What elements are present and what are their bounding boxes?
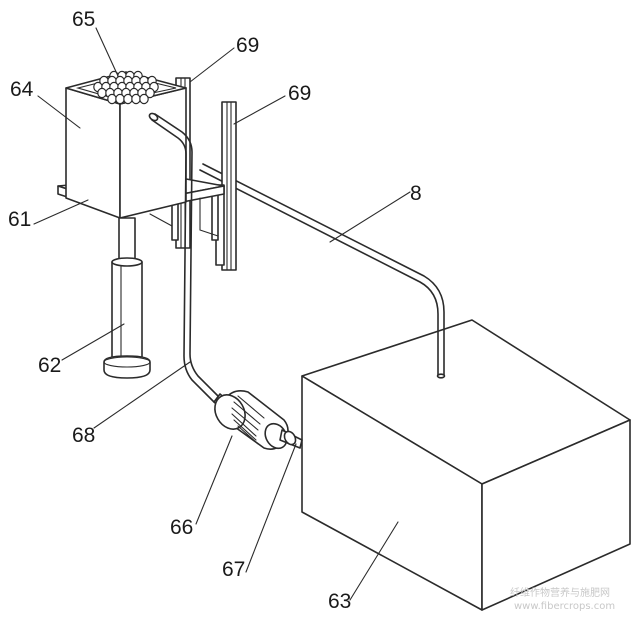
- container-64: [65, 71, 187, 219]
- tank-63: [301, 319, 631, 611]
- reference-labels: 65 69 69 64 8 61 62 68 66 67 63: [8, 8, 422, 613]
- leader-lines: [33, 27, 411, 601]
- label-68: 68: [72, 424, 95, 447]
- connector-pipe-67: [279, 429, 303, 449]
- pump-66: [213, 390, 289, 450]
- fiber-roll: [131, 93, 141, 105]
- watermark-line-2: www.fibercrops.com: [514, 601, 615, 612]
- fiber-roll: [145, 87, 155, 99]
- label-63: 63: [328, 590, 351, 613]
- label-62: 62: [38, 354, 61, 377]
- label-67: 67: [222, 558, 245, 581]
- label-64: 64: [10, 78, 34, 101]
- label-69-upper: 69: [236, 34, 259, 57]
- fiber-roll: [139, 93, 149, 105]
- fiber-roll: [107, 93, 117, 105]
- label-69-lower: 69: [288, 82, 311, 105]
- watermark: 纤维作物营养与施肥网 www.fibercrops.com: [510, 586, 615, 612]
- label-8: 8: [410, 182, 422, 205]
- label-61: 61: [8, 208, 31, 231]
- tank-right-face: [481, 419, 631, 611]
- fiber-roll: [97, 87, 107, 99]
- container-side: [119, 87, 187, 219]
- lift-cylinder-62: [103, 217, 151, 379]
- container-front: [65, 87, 121, 219]
- guide-rod-69-right: [211, 101, 237, 271]
- fiber-rolls-65: [93, 70, 159, 105]
- label-65: 65: [72, 8, 95, 31]
- watermark-line-1: 纤维作物营养与施肥网: [510, 586, 610, 599]
- fiber-roll: [123, 93, 133, 105]
- fiber-roll: [115, 93, 125, 105]
- feed-pipe-68: [148, 112, 221, 403]
- label-66: 66: [170, 516, 193, 539]
- return-pipe-8: [199, 163, 446, 379]
